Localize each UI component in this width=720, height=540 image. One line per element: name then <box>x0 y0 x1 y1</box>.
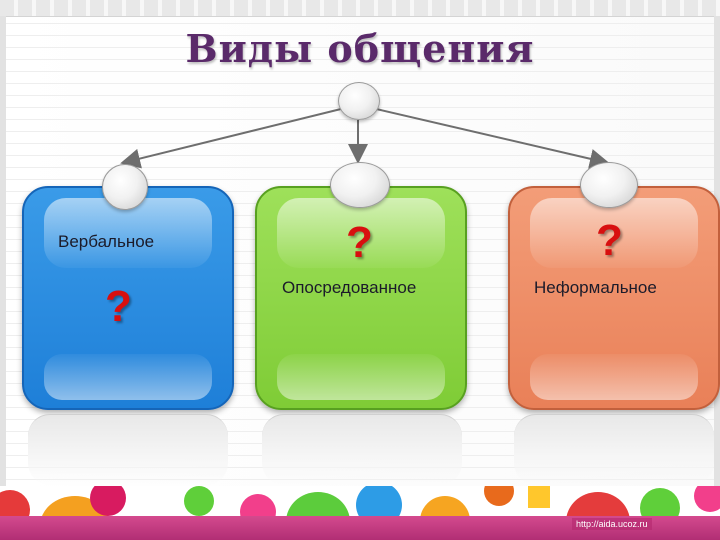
verbal-communication-box <box>22 186 234 410</box>
informal-question-mark: ? <box>596 216 623 265</box>
mediated-question-mark: ? <box>346 218 373 267</box>
site-credit: http://aida.ucoz.ru <box>572 518 652 530</box>
mediated-box-reflection <box>262 414 462 485</box>
left-border <box>0 16 6 486</box>
mediated-label: Опосредованное <box>282 278 417 297</box>
mediated-communication-box <box>255 186 467 410</box>
connector-left <box>120 107 346 169</box>
verbal-box-reflection <box>28 414 228 485</box>
square-decoration <box>528 486 550 508</box>
box-highlight <box>530 198 698 268</box>
informal-node-knob <box>580 162 638 208</box>
verbal-label: Вербальное <box>58 232 155 251</box>
slide-title: Виды общения <box>185 26 535 71</box>
flower-decoration <box>184 486 214 516</box>
box-bottom-highlight <box>530 354 698 400</box>
verbal-question-mark: ? <box>105 282 132 331</box>
flower-decoration <box>484 486 514 506</box>
box-bottom-highlight <box>277 354 445 400</box>
informal-box-reflection <box>514 414 714 485</box>
flower-decoration <box>694 486 720 512</box>
connector-right <box>371 107 610 169</box>
top-film-strip <box>0 0 720 17</box>
box-bottom-highlight <box>44 354 212 400</box>
root-node-knob <box>338 82 380 120</box>
flower-decoration <box>90 486 126 516</box>
mediated-node-knob <box>330 162 390 208</box>
informal-label: Неформальное <box>534 278 657 297</box>
box-highlight <box>277 198 445 268</box>
verbal-node-knob <box>102 164 148 210</box>
informal-communication-box <box>508 186 720 410</box>
